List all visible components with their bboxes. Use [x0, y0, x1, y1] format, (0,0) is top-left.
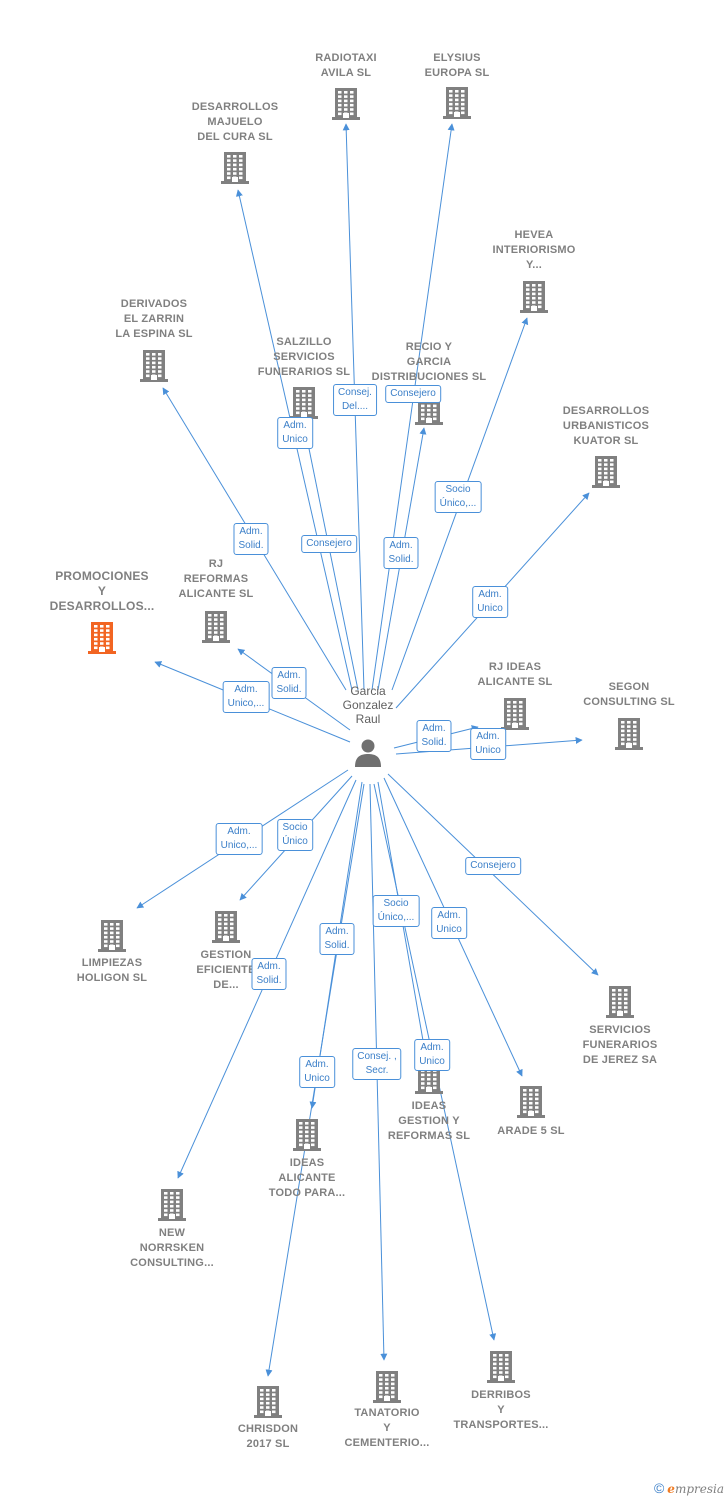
- edge-label-norrsken[interactable]: Adm. Solid.: [251, 958, 287, 990]
- edge-label-segon[interactable]: Adm. Unico: [470, 728, 506, 760]
- building-icon: [443, 87, 471, 119]
- company-label-ideasgestion[interactable]: IDEAS GESTION Y REFORMAS SL: [387, 1100, 471, 1142]
- edge-label-arade[interactable]: Adm. Unico: [431, 907, 467, 939]
- company-label-rjreformas[interactable]: RJ REFORMAS ALICANTE SL: [178, 558, 254, 600]
- building-icon: [293, 1119, 321, 1151]
- building-icon: [158, 1189, 186, 1221]
- edge-label-limpiezas[interactable]: Adm. Unico,...: [215, 823, 263, 855]
- building-icon: [212, 911, 240, 943]
- company-label-zarrin[interactable]: DERIVADOS EL ZARRIN LA ESPINA SL: [115, 298, 193, 340]
- company-label-ideasalicante[interactable]: IDEAS ALICANTE TODO PARA...: [268, 1157, 346, 1199]
- building-icon: [487, 1351, 515, 1383]
- edge-label-rjideas[interactable]: Adm. Solid.: [416, 720, 452, 752]
- edge-label-salzillo[interactable]: Consejero: [301, 535, 357, 553]
- building-icon: [501, 698, 529, 730]
- building-icon: [615, 718, 643, 750]
- person-name[interactable]: Garcia Gonzalez Raul: [342, 684, 394, 726]
- building-icon: [98, 920, 126, 952]
- edge-label-elysius[interactable]: Consejero: [385, 385, 441, 403]
- copyright-icon: ©: [653, 1480, 665, 1496]
- building-icon: [221, 152, 249, 184]
- building-icon: [520, 281, 548, 313]
- edge-label-tanatorio[interactable]: Consej. , Secr.: [352, 1048, 402, 1080]
- edge-label-rjreformas[interactable]: Adm. Solid.: [271, 667, 307, 699]
- edge-label-radiotaxi[interactable]: Consej. Del....: [333, 384, 377, 416]
- company-label-radiotaxi[interactable]: RADIOTAXI AVILA SL: [315, 52, 377, 79]
- building-icon: [373, 1371, 401, 1403]
- edge-label-majuelo[interactable]: Adm. Unico: [277, 417, 313, 449]
- company-label-segon[interactable]: SEGON CONSULTING SL: [583, 681, 675, 708]
- company-label-gestion[interactable]: GESTION EFICIENTE DE...: [196, 949, 256, 991]
- company-label-arade[interactable]: ARADE 5 SL: [497, 1125, 565, 1137]
- company-label-limpiezas[interactable]: LIMPIEZAS HOLIGON SL: [76, 957, 148, 984]
- edge-label-chrisdon[interactable]: Adm. Unico: [299, 1056, 335, 1088]
- edge-label-recio[interactable]: Adm. Solid.: [383, 537, 419, 569]
- edge-label-derribos[interactable]: Socio Único,...: [372, 895, 420, 927]
- edge-elysius: [371, 123, 455, 691]
- company-label-recio[interactable]: RECIO Y GARCIA DISTRIBUCIONES SL: [371, 341, 487, 383]
- building-icon: [606, 986, 634, 1018]
- edge-label-zarrin[interactable]: Adm. Solid.: [233, 523, 269, 555]
- edge-label-ideasalicante[interactable]: Adm. Solid.: [319, 923, 355, 955]
- edge-salzillo: [301, 423, 359, 691]
- company-label-rjideas[interactable]: RJ IDEAS ALICANTE SL: [477, 661, 553, 688]
- edge-label-promociones[interactable]: Adm. Unico,...: [222, 681, 270, 713]
- edge-label-hevea[interactable]: Socio Único,...: [434, 481, 482, 513]
- footer-brand: ©empresia: [654, 1480, 724, 1496]
- company-label-elysius[interactable]: ELYSIUS EUROPA SL: [424, 52, 490, 79]
- company-label-promociones[interactable]: PROMOCIONES Y DESARROLLOS...: [49, 569, 155, 613]
- person-icon[interactable]: [352, 736, 384, 768]
- building-icon: [88, 622, 116, 654]
- building-icon: [202, 611, 230, 643]
- edge-label-gestion[interactable]: Socio Único: [277, 819, 313, 851]
- company-label-chrisdon[interactable]: CHRISDON 2017 SL: [237, 1423, 299, 1450]
- company-label-norrsken[interactable]: NEW NORRSKEN CONSULTING...: [130, 1227, 214, 1269]
- company-label-hevea[interactable]: HEVEA INTERIORISMO Y...: [492, 229, 576, 271]
- company-label-salzillo[interactable]: SALZILLO SERVICIOS FUNERARIOS SL: [257, 336, 351, 378]
- company-label-derribos[interactable]: DERRIBOS Y TRANSPORTES...: [453, 1389, 549, 1431]
- building-icon: [517, 1086, 545, 1118]
- building-icon: [254, 1386, 282, 1418]
- company-label-tanatorio[interactable]: TANATORIO Y CEMENTERIO...: [344, 1407, 430, 1449]
- company-label-majuelo[interactable]: DESARROLLOS MAJUELO DEL CURA SL: [191, 101, 279, 143]
- company-label-funerarios[interactable]: SERVICIOS FUNERARIOS DE JEREZ SA: [582, 1024, 658, 1066]
- edge-label-kuator[interactable]: Adm. Unico: [472, 586, 508, 618]
- building-icon: [592, 456, 620, 488]
- edge-label-funerarios[interactable]: Consejero: [465, 857, 521, 875]
- company-label-kuator[interactable]: DESARROLLOS URBANISTICOS KUATOR SL: [562, 405, 650, 447]
- building-icon: [290, 387, 318, 419]
- building-icon: [140, 350, 168, 382]
- edge-label-ideasgestion[interactable]: Adm. Unico: [414, 1039, 450, 1071]
- building-icon: [332, 88, 360, 120]
- brand-logo: empresia: [667, 1482, 724, 1496]
